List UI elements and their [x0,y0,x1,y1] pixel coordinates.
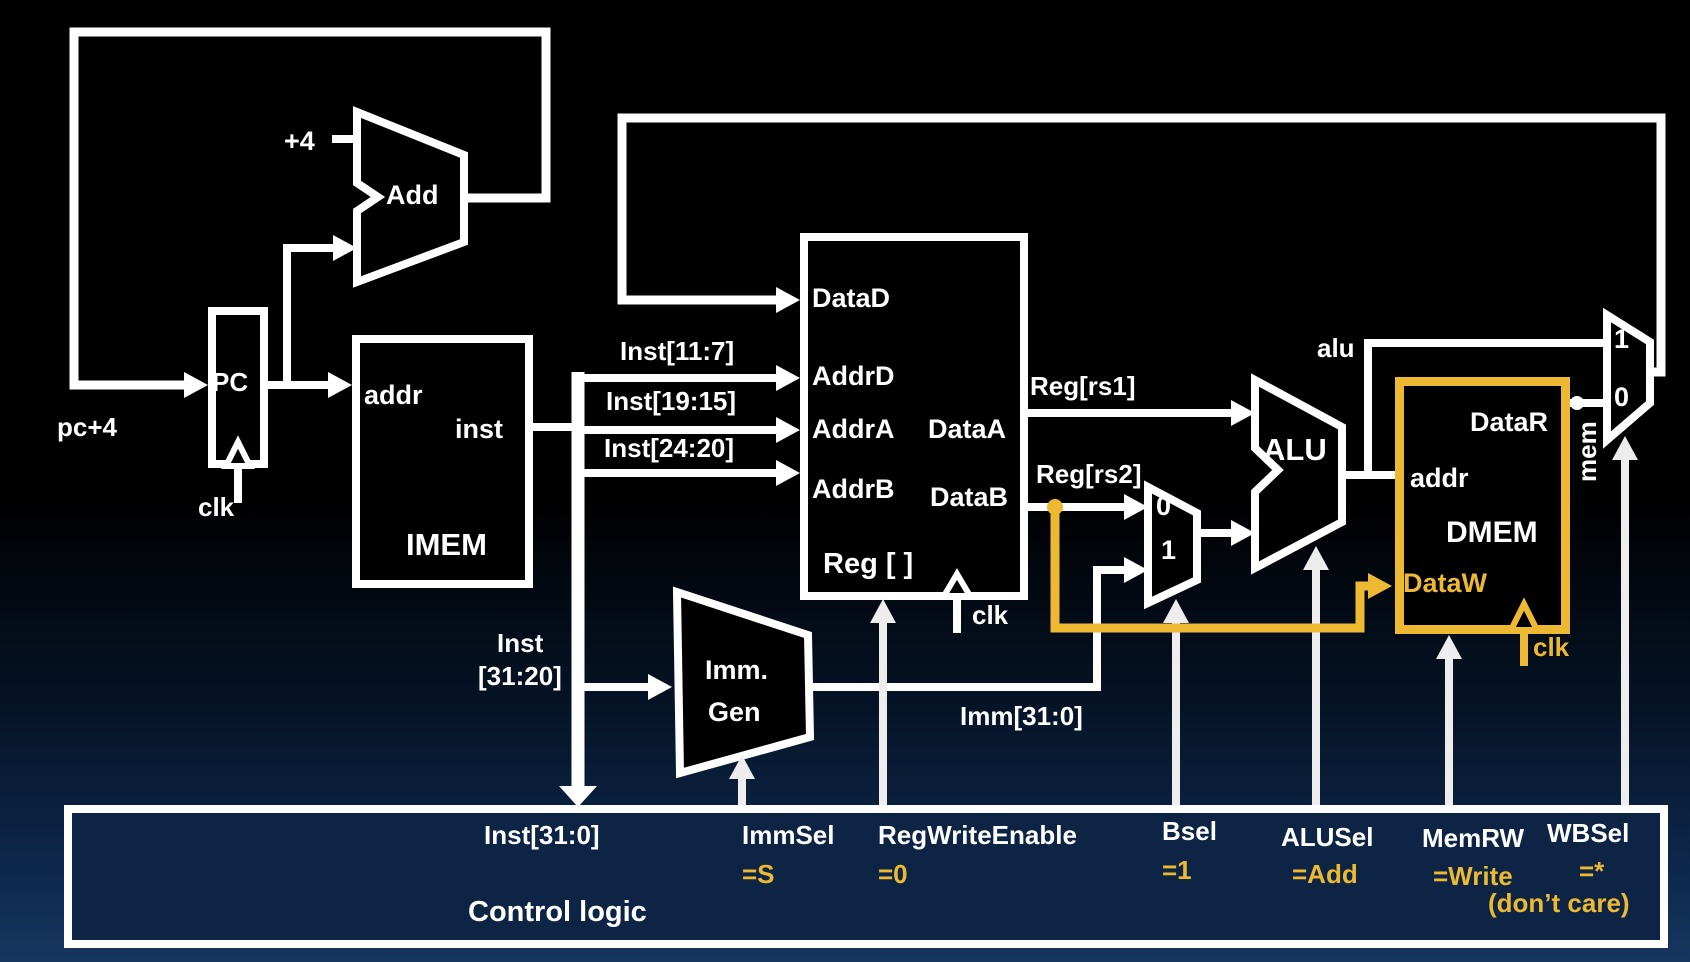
signal-bsel-value: =1 [1162,855,1192,885]
regfile-datab-label: DataB [930,482,1009,512]
dmem-name-label: DMEM [1446,516,1538,549]
inst-31-20-label: [31:20] [478,661,562,691]
imem-addr-arrow [328,372,352,398]
bsel-arrow [1163,599,1189,623]
control-inst-label: Inst[31:0] [484,820,600,850]
writeback-loop-wire [617,113,1666,377]
dmem-datar-label: DataR [1470,407,1549,437]
signal-memrw-label: MemRW [1422,823,1525,853]
addrd-arrow [776,365,800,391]
immgen-label-line1: Imm. [705,655,769,685]
control-logic-box [64,805,1668,948]
wbsel-mux-in0-label: 0 [1614,382,1630,412]
alusel-arrow [1303,546,1329,570]
wbsel-mux [1603,307,1654,449]
regfile-box [800,233,1028,600]
immgen-block [672,586,815,779]
bsel-in0-arrow [1124,494,1148,520]
reg-rs1-label: Reg[rs1] [1030,371,1136,401]
imm-out-label: Imm[31:0] [960,701,1083,731]
dmem-dataw-label: DataW [1403,568,1488,598]
plus4-label: +4 [284,126,315,156]
alu-in2-arrow [1231,520,1255,546]
imem-name-label: IMEM [406,527,487,562]
immsel-arrow [729,755,755,779]
regfile-addra-label: AddrA [812,414,895,444]
regfile-addrd-label: AddrD [812,361,895,391]
regfile-name-label: Reg [ ] [823,548,914,580]
bsel-in1-arrow [1124,557,1148,583]
store-data-arrow [1368,573,1392,599]
wbsel-arrow [1612,436,1638,460]
pc-to-adder-wire [283,244,344,385]
alu-to-wbmux-wire [1364,339,1607,475]
pc-plus4-label: pc+4 [57,412,117,442]
inst-to-control-arrow [559,786,597,807]
bsel-mux [1144,480,1201,610]
inst-word-label: Inst [497,628,544,658]
regfile-datad-label: DataD [812,283,891,313]
signal-immsel-label: ImmSel [742,820,835,850]
pc-in-arrow [184,372,208,398]
datad-arrow [776,287,800,313]
wbsel-mux-in1-label: 1 [1614,324,1630,354]
signal-alusel-label: ALUSel [1281,822,1374,852]
signal-wbsel-note: (don’t care) [1488,888,1630,918]
dmem-clk-notch [1506,597,1542,633]
alu-wire-label: alu [1317,333,1355,363]
signal-immsel-value: =S [742,859,775,889]
signal-wbsel-label: WBSel [1547,818,1630,848]
mem-junction-dot [1570,396,1584,410]
regfile-dataa-label: DataA [928,414,1007,444]
signal-bsel-label: Bsel [1162,816,1217,846]
adder-in-arrow [333,235,357,261]
mem-wire-label: mem [1572,421,1602,482]
dmem-addr-label: addr [1410,463,1469,493]
store-data-path [1050,507,1374,633]
pc-adder-block [353,106,468,288]
dmem-clk-label: clk [1533,632,1570,662]
reg-rs2-label: Reg[rs2] [1036,459,1142,489]
imem-inst-label: inst [455,414,504,444]
pc-label: PC [212,367,249,397]
memrw-arrow [1436,635,1462,659]
dmem-box [1395,377,1570,634]
control-title: Control logic [468,896,647,928]
inst-19-15-label: Inst[19:15] [606,386,737,416]
pc-plus4-loop-wire [69,27,551,390]
alu-name-label: ALU [1263,432,1327,467]
addra-arrow [776,417,800,443]
alu-block [1251,373,1346,575]
adder-label: Add [386,180,439,210]
reg-clk-notch [938,568,976,599]
immgen-in-arrow [648,674,672,700]
reg-clk-label: clk [972,600,1009,630]
bsel-mux-in1-label: 1 [1161,535,1177,565]
addrb-arrow [776,460,800,486]
rs2-tap-dot [1047,499,1063,515]
imem-addr-label: addr [364,380,423,410]
regwriteenable-arrow [870,599,896,623]
inst-11-7-label: Inst[11:7] [620,336,735,366]
signal-regwriteenable-label: RegWriteEnable [878,820,1077,850]
signal-wbsel-value: =* [1579,856,1605,886]
signal-memrw-value: =Write [1433,861,1513,891]
pc-clk-label: clk [198,492,235,522]
inst-24-20-label: Inst[24:20] [604,433,735,463]
signal-regwriteenable-value: =0 [878,859,908,889]
bsel-mux-in0-label: 0 [1156,491,1172,521]
immgen-label-line2: Gen [708,697,761,727]
pc-clk-notch [221,435,255,469]
imem-box [352,335,533,588]
alu-in1-arrow [1231,400,1255,426]
regfile-addrb-label: AddrB [812,474,895,504]
signal-alusel-value: =Add [1292,859,1358,889]
